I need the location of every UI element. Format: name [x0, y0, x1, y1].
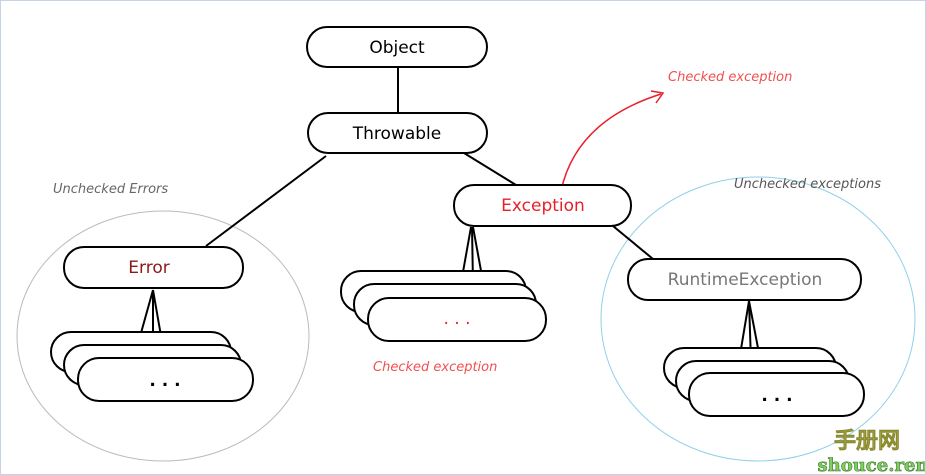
- runtime-exception-stack: . . .: [663, 347, 865, 417]
- error-more-label: . . .: [149, 371, 180, 391]
- runtime-more-label: . . .: [761, 386, 792, 406]
- node-exception-label: Exception: [501, 196, 585, 216]
- unchecked-errors-ellipse: [16, 210, 310, 462]
- node-error: [63, 246, 244, 289]
- unchecked-exceptions-ellipse: [600, 176, 916, 462]
- node-throwable: [307, 112, 488, 154]
- watermark-en: shouce.ren: [817, 455, 926, 475]
- node-runtime-exception-label: RuntimeException: [668, 270, 823, 290]
- node-error-label: Error: [128, 258, 169, 278]
- label-checked-exception-bottom: Checked exception: [373, 360, 497, 375]
- node-object: [306, 26, 488, 68]
- node-exception: [453, 184, 632, 227]
- arrow-head-icon: [650, 90, 665, 104]
- checked-arrow: [560, 93, 662, 192]
- checked-more-label: . . .: [443, 309, 470, 329]
- node-throwable-label: Throwable: [352, 124, 441, 144]
- label-checked-exception-top: Checked exception: [668, 70, 792, 85]
- node-object-label: Object: [369, 38, 425, 58]
- error-stack: . . .: [50, 331, 254, 402]
- checked-exception-stack: . . .: [340, 270, 547, 342]
- watermark-cn: 手册网: [834, 428, 900, 454]
- node-runtime-exception: [627, 258, 862, 301]
- label-unchecked-exceptions: Unchecked exceptions: [734, 177, 881, 192]
- label-unchecked-errors: Unchecked Errors: [53, 182, 168, 197]
